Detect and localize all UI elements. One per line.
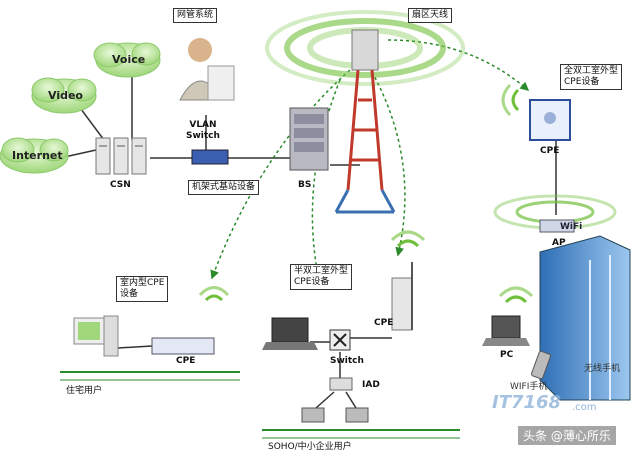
soho-equipment — [262, 230, 426, 423]
vlan-switch-device — [191, 149, 229, 165]
home-equipment — [73, 286, 230, 357]
label-rack-bs: 机架式基站设备 — [188, 180, 260, 195]
label-bs: BS — [298, 180, 312, 190]
label-outdoor-full-duplex-cpe: 全双工室外型 CPE设备 — [560, 64, 623, 90]
cloud-shapes — [0, 42, 161, 174]
label-cpe-top: CPE — [540, 146, 560, 156]
label-cpe-home: CPE — [176, 356, 196, 366]
label-cpe-soho: CPE — [374, 318, 394, 328]
label-vlan-switch: VLAN Switch — [186, 120, 220, 141]
wireless-links — [210, 39, 530, 280]
wifi-phone-device — [530, 350, 552, 380]
cloud-label-voice: Voice — [112, 53, 146, 66]
label-csn: CSN — [110, 180, 131, 190]
label-sector-antenna: 扇区天线 — [408, 8, 453, 23]
nms-operator — [179, 38, 235, 101]
label-ap: AP — [552, 238, 566, 248]
watermark-suffix: .com — [572, 402, 597, 413]
label-half-duplex-cpe: 半双工室外型 CPE设备 — [290, 264, 353, 290]
label-soho-users: SOHO/中小企业用户 — [268, 442, 352, 452]
cloud-label-video: Video — [48, 89, 83, 102]
label-nms: 网管系统 — [173, 8, 218, 23]
label-indoor-cpe: 室内型CPE 设备 — [116, 276, 169, 302]
watermark-brand: IT7168 — [492, 392, 562, 413]
label-residential-users: 住宅用户 — [66, 386, 103, 396]
outdoor-cpe-top — [501, 83, 571, 141]
pc-waves — [498, 286, 534, 304]
label-wifi-phone-2: 无线手机 — [584, 364, 621, 374]
tower — [334, 29, 396, 214]
pc-laptop — [482, 315, 530, 346]
label-wifi-phone-1: WIFI手机 — [510, 382, 548, 392]
label-wifi: WiFi — [560, 222, 583, 232]
ap-building — [493, 194, 631, 401]
csn-servers — [95, 137, 147, 175]
label-switch: Switch — [330, 356, 364, 366]
label-iad: IAD — [362, 380, 380, 390]
bs-rack — [289, 107, 329, 171]
label-pc: PC — [500, 350, 514, 360]
cloud-label-internet: Internet — [12, 149, 63, 162]
watermark-credit: 头条 @薄心所乐 — [518, 426, 616, 445]
